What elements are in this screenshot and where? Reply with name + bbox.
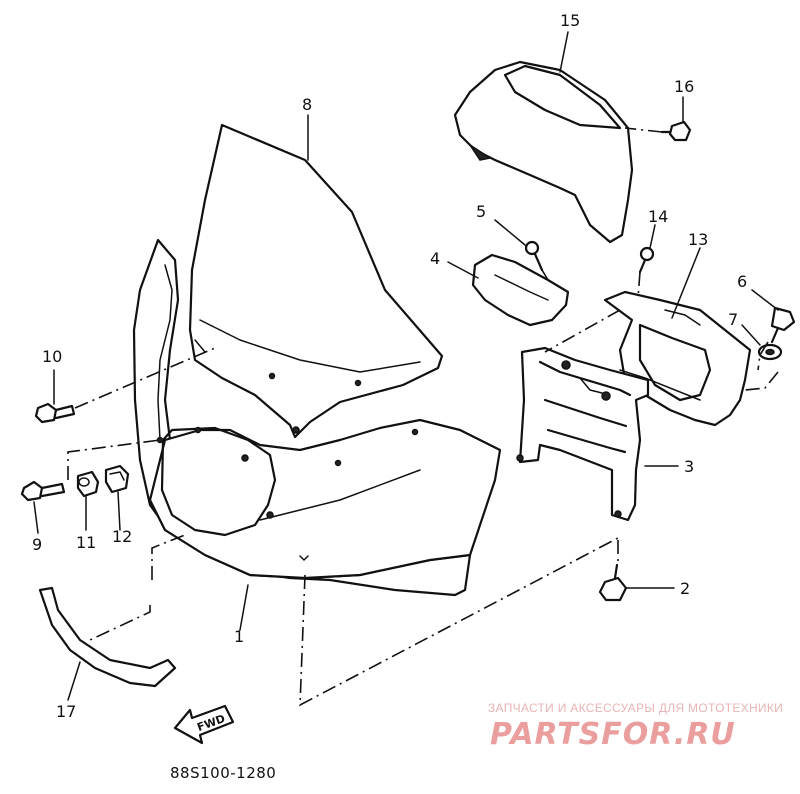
callout-1: 1: [234, 627, 244, 646]
callout-3: 3: [684, 457, 694, 476]
fairing-body-part: [132, 238, 502, 597]
callout-7: 7: [728, 310, 738, 329]
nut-12-part: [104, 464, 130, 494]
callout-6: 6: [737, 272, 747, 291]
watermark-logo: PARTSFOR.RU: [490, 717, 736, 752]
frame-part: [516, 346, 650, 522]
callout-12: 12: [112, 527, 132, 546]
callout-13: 13: [688, 230, 708, 249]
drawing-code: 88S100-1280: [170, 764, 276, 782]
meter-cover-part: [453, 60, 634, 244]
callout-2: 2: [680, 579, 690, 598]
screw-16-part: [660, 120, 692, 142]
watermark: ЗАПЧАСТИ И АКСЕССУАРЫ ДЛЯ МОТОТЕХНИКИ PA…: [488, 701, 783, 752]
forward-arrow-icon: FWD: [173, 704, 235, 745]
trim-strip-part: [38, 586, 177, 688]
callout-numbers: 8 15 16 5 4 14 13 6 7 3 2 1 10 9 11 12 1…: [32, 11, 747, 721]
assembly-lines: [67, 127, 779, 707]
grommet-11-part: [76, 470, 100, 498]
windscreen-part: [188, 123, 444, 439]
callout-10: 10: [42, 347, 62, 366]
bolt-10-part: [34, 402, 76, 424]
callout-16: 16: [674, 77, 694, 96]
bolt-6-part: [770, 306, 796, 344]
bolt-2-part: [598, 563, 628, 602]
screw-5-part: [524, 240, 544, 272]
leader-lines: [33, 31, 779, 701]
callout-8: 8: [302, 95, 312, 114]
callout-9: 9: [32, 535, 42, 554]
bolt-9-part: [20, 480, 66, 502]
watermark-tagline: ЗАПЧАСТИ И АКСЕССУАРЫ ДЛЯ МОТОТЕХНИКИ: [488, 701, 783, 715]
callout-11: 11: [76, 533, 96, 552]
callout-15: 15: [560, 11, 580, 30]
screw-14-part: [638, 246, 655, 274]
callout-4: 4: [430, 249, 440, 268]
callout-5: 5: [476, 202, 486, 221]
callout-14: 14: [648, 207, 668, 226]
bracket-part: [471, 253, 570, 327]
callout-17: 17: [56, 702, 76, 721]
